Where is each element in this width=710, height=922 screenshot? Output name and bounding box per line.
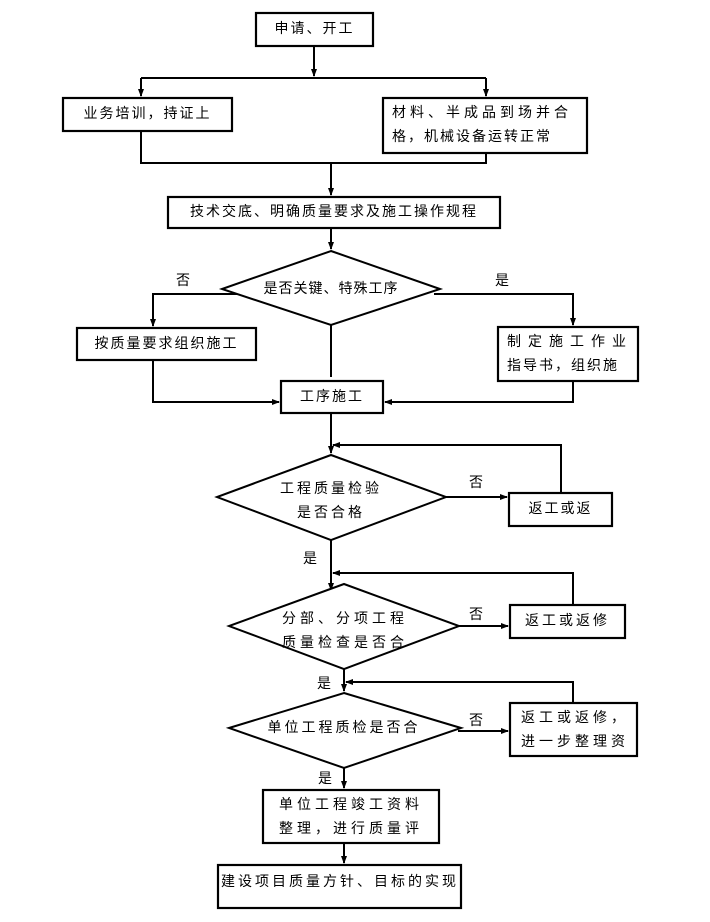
node-completion-docs-label: 单位工程竣工资料 整理，进行质量评 xyxy=(263,793,439,841)
node-materials-line-2: 格，机械设备运转正常 xyxy=(392,129,552,145)
edge-label-quality-yes: 是 xyxy=(303,551,317,567)
edge-label-subitem-yes: 是 xyxy=(317,676,331,692)
edge-key-no xyxy=(150,293,237,327)
node-training-box xyxy=(61,96,234,133)
node-rework2-label: 返工或返修 xyxy=(510,609,625,633)
node-goal-line-1: 建设项目质量方针、目标的实现 xyxy=(221,874,459,890)
edge-training-join xyxy=(140,131,487,164)
node-decision-key-label: 是否关键、特殊工序 xyxy=(242,277,420,301)
edges xyxy=(138,46,576,864)
node-normal-construction-label: 按质量要求组织施工 xyxy=(77,332,256,356)
node-start-label: 申请、开工 xyxy=(256,17,373,41)
node-rework3-line-2: 进一步整理资 xyxy=(521,734,629,750)
node-completion-docs-box xyxy=(261,788,441,845)
node-rework2-line-1: 返工或返修 xyxy=(525,613,610,629)
node-decision-quality-line-1: 工程质量检验 xyxy=(280,481,382,497)
node-decision-subitem-label: 分部、分项工程 质量检查是否合 xyxy=(264,607,426,655)
node-start-box xyxy=(254,11,375,48)
node-completion-docs-line-2: 整理，进行质量评 xyxy=(279,821,423,837)
edge-rework3-loop xyxy=(345,679,574,703)
node-rework2-box xyxy=(508,603,627,640)
node-work-instruction-box xyxy=(496,325,640,383)
node-process-construction-label: 工序施工 xyxy=(281,385,383,409)
node-rework3-label: 返工或返修， 进一步整理资 xyxy=(521,706,636,754)
node-decision-key-line-1: 是否关键、特殊工序 xyxy=(263,281,399,297)
node-decision-unit-shape xyxy=(225,691,465,770)
node-decision-quality-label: 工程质量检验 是否合格 xyxy=(251,477,411,525)
node-normal-construction-box xyxy=(75,326,258,362)
edge-rework1-loop xyxy=(332,442,562,493)
node-briefing-line-1: 技术交底、明确质量要求及施工操作规程 xyxy=(190,204,478,220)
node-rework1-line-1: 返工或返 xyxy=(528,501,593,517)
node-work-instruction-line-2: 指导书，组织施 xyxy=(507,358,619,374)
edge-instruction-process xyxy=(384,381,574,405)
edge-key-yes xyxy=(434,293,576,326)
node-decision-subitem-line-1: 分部、分项工程 xyxy=(282,611,408,627)
node-rework1-box xyxy=(507,491,614,528)
node-normal-construction-line-1: 按质量要求组织施工 xyxy=(94,336,239,352)
node-goal-box xyxy=(216,863,463,910)
edge-label-unit-yes: 是 xyxy=(318,771,332,787)
node-completion-docs-line-1: 单位工程竣工资料 xyxy=(279,797,423,813)
node-materials-label: 材料、半成品到场并合 格，机械设备运转正常 xyxy=(392,101,584,149)
node-decision-quality-line-2: 是否合格 xyxy=(297,505,365,521)
node-rework3-line-1: 返工或返修， xyxy=(521,710,629,726)
edge-label-quality-no: 否 xyxy=(469,475,483,491)
node-training-label: 业务培训，持证上 xyxy=(63,102,232,126)
node-briefing-label: 技术交底、明确质量要求及施工操作规程 xyxy=(168,200,500,224)
node-materials-line-1: 材料、半成品到场并合 xyxy=(392,105,572,121)
node-decision-unit-line-1: 单位工程质检是否合 xyxy=(267,720,421,736)
node-work-instruction-label: 制定施工作业 指导书，组织施 xyxy=(507,330,635,378)
node-rework3-box xyxy=(508,701,639,758)
node-decision-subitem-line-2: 质量检查是否合 xyxy=(282,635,408,651)
edge-label-key-no: 否 xyxy=(176,273,190,289)
edge-rework2-loop xyxy=(332,570,574,605)
node-decision-quality-shape xyxy=(214,453,449,542)
node-rework1-label: 返工或返 xyxy=(509,497,612,521)
node-work-instruction-line-1: 制定施工作业 xyxy=(507,334,633,350)
edge-label-subitem-no: 否 xyxy=(469,607,483,623)
node-start-line-1: 申请、开工 xyxy=(274,21,355,37)
node-process-construction-box xyxy=(279,379,385,415)
node-briefing-box xyxy=(166,195,502,230)
node-decision-unit-label: 单位工程质检是否合 xyxy=(254,716,434,740)
node-process-construction-line-1: 工序施工 xyxy=(300,389,364,405)
edge-label-unit-no: 否 xyxy=(469,713,483,729)
node-decision-key-shape xyxy=(218,249,444,327)
node-decision-subitem-shape xyxy=(226,582,462,671)
node-training-line-1: 业务培训，持证上 xyxy=(83,106,212,122)
edge-normal-process xyxy=(152,360,280,405)
node-goal-label: 建设项目质量方针、目标的实现 xyxy=(221,870,461,894)
edge-label-key-yes: 是 xyxy=(495,273,509,289)
node-materials-box xyxy=(381,96,589,155)
